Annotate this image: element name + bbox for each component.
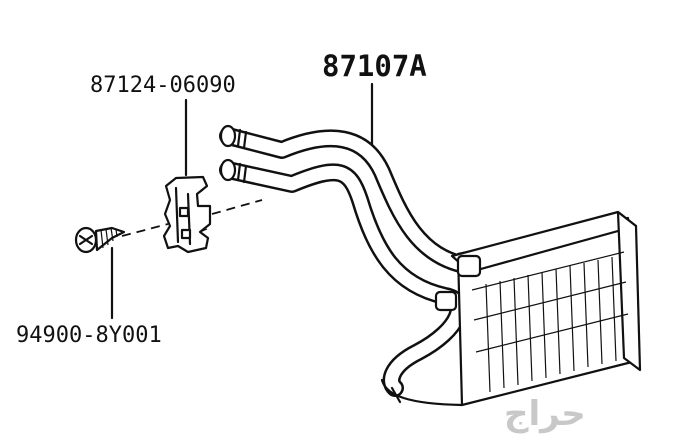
bracket-part-number: 87124-06090 [90,73,236,98]
assembly-dash-line [121,199,263,237]
screw-part-number: 94900-8Y001 [16,323,162,348]
watermark-logo: حراج [504,394,586,434]
heater-pipes [219,124,479,397]
screw [74,226,126,254]
heater-core-fins [471,251,629,393]
heater-core [380,210,642,407]
bracket [162,175,212,254]
heater-core-part-number: 87107A [322,49,427,83]
leader-lines [110,82,374,320]
